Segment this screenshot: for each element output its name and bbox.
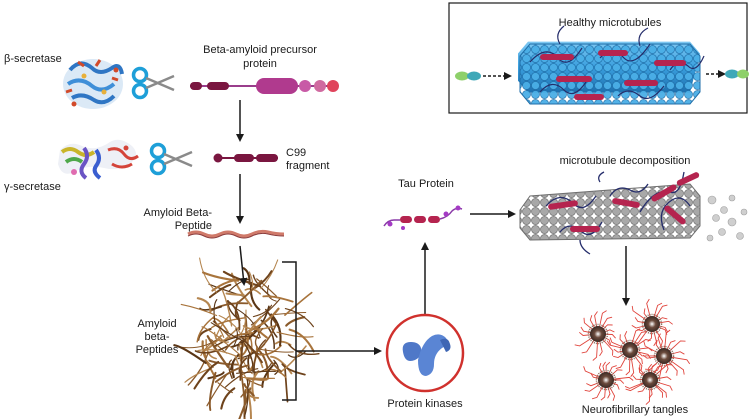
protein-kinases-label: Protein kinases [387, 398, 463, 410]
tubulin-dimer-left-icon [455, 71, 512, 81]
free-tubulin-particles [706, 194, 748, 242]
app-label-line1: Beta-amyloid precursor [203, 44, 317, 56]
beta-secretase-structure-icon [63, 59, 124, 109]
abeta-label-line2: Peptide [174, 220, 212, 232]
healthy-microtubules-label: Healthy microtubules [558, 17, 662, 29]
amyloid-beta-peptide-shape [187, 229, 285, 239]
scissors-icon [131, 66, 175, 100]
microtubule-decomposition-label: microtubule decomposition [559, 155, 691, 167]
amyloid-beta-plaque-shape [173, 257, 320, 419]
tubulin-dimer-right-icon [706, 69, 749, 79]
tau-protein-shape [383, 205, 463, 230]
c99-fragment-shape [213, 153, 278, 163]
arrow-abeta-to-plaque [239, 245, 248, 286]
protein-kinase-icon [385, 313, 465, 393]
tau-protein-label: Tau Protein [398, 178, 454, 190]
c99-label-line2: fragment [286, 160, 330, 172]
gamma-secretase-structure-icon [58, 139, 139, 180]
app-label-line2: protein [243, 58, 277, 70]
abeta-peptides-label-line3: Peptides [135, 344, 179, 356]
abeta-peptides-label-line2: beta- [144, 331, 170, 343]
abeta-label-line1: Amyloid Beta- [143, 207, 212, 219]
amyloid-precursor-protein-shape [190, 78, 339, 94]
neurofibrillary-tangles-icon [574, 298, 691, 405]
scissors-icon [149, 142, 193, 176]
neurofibrillary-tangles-label: Neurofibrillary tangles [581, 404, 689, 416]
decomposed-microtubule-shape [519, 171, 701, 255]
gamma-secretase-label: γ-secretase [4, 181, 61, 193]
healthy-microtubule-shape [518, 25, 705, 105]
plaque-bracket [282, 261, 297, 401]
abeta-peptides-label-line1: Amyloid [137, 318, 177, 330]
beta-secretase-label: β-secretase [4, 53, 62, 65]
c99-label-line1: C99 [286, 147, 307, 159]
